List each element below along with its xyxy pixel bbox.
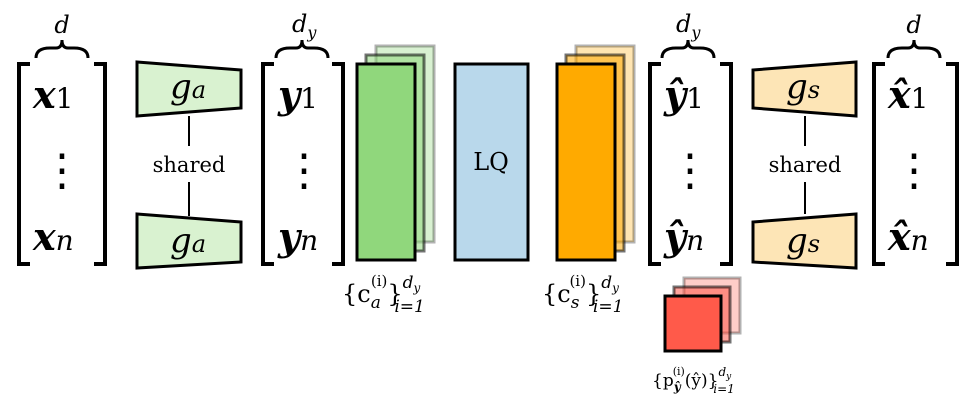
synthesis-transform: gs shared gs [751,60,858,270]
latent-quantizer: LQ [453,62,530,262]
reconstructed-first-element: ŷ1 [663,72,704,117]
synthesis-top-block [751,60,858,118]
analysis-top-label: ga [170,67,206,107]
brace-icon [886,39,942,59]
codebook-layer-front [355,62,417,262]
quantizer-block [453,62,530,262]
probability-layer-front [663,294,723,353]
right-bracket-icon [720,62,733,266]
right-bracket-icon [94,62,107,266]
left-bracket-icon [648,62,661,266]
reconstructed-dim-label: dy [676,10,701,42]
latent-vector: dy y1 ⋮ yn [261,10,345,266]
input-vector: d x1 ⋮ xn [17,11,107,266]
brace-icon [34,39,90,59]
input-dim-label: d [54,11,69,39]
brace-icon [660,39,716,59]
synthesis-bottom-label: gs [786,221,820,261]
analysis-bottom-label: ga [170,221,206,261]
quantizer-label: LQ [473,148,509,176]
analysis-transform: ga shared ga [135,60,243,270]
output-first-element: x̂1 [887,72,928,117]
latent-first-element: y1 [277,72,318,117]
brace-icon [274,39,330,59]
input-first-element: x1 [32,72,73,117]
output-vector: d x̂1 ⋮ x̂n [872,11,959,266]
reconstructed-last-element: ŷn [663,214,704,259]
latent-dots: ⋮ [282,145,326,196]
input-last-element: xn [32,214,74,259]
reconstructed-dots: ⋮ [668,145,712,196]
reconstructed-latent-vector: dy ŷ1 ⋮ ŷn [648,10,733,266]
right-bracket-icon [946,62,959,266]
left-bracket-icon [872,62,885,266]
latent-dim-label: dy [292,10,317,42]
analysis-top-block [135,60,243,118]
input-dots: ⋮ [40,145,84,196]
codebook-layer-front [555,62,617,262]
analysis-shared-label: shared [153,153,226,177]
latent-last-element: yn [277,214,318,259]
synthesis-top-label: gs [786,67,820,107]
synthesis-shared-label: shared [769,153,842,177]
right-bracket-icon [332,62,345,266]
analysis-bottom-block [135,212,243,270]
output-dim-label: d [906,11,921,39]
output-dots: ⋮ [892,145,936,196]
output-last-element: x̂n [887,214,929,259]
left-bracket-icon [261,62,274,266]
synthesis-bottom-block [751,212,858,270]
left-bracket-icon [17,62,30,266]
